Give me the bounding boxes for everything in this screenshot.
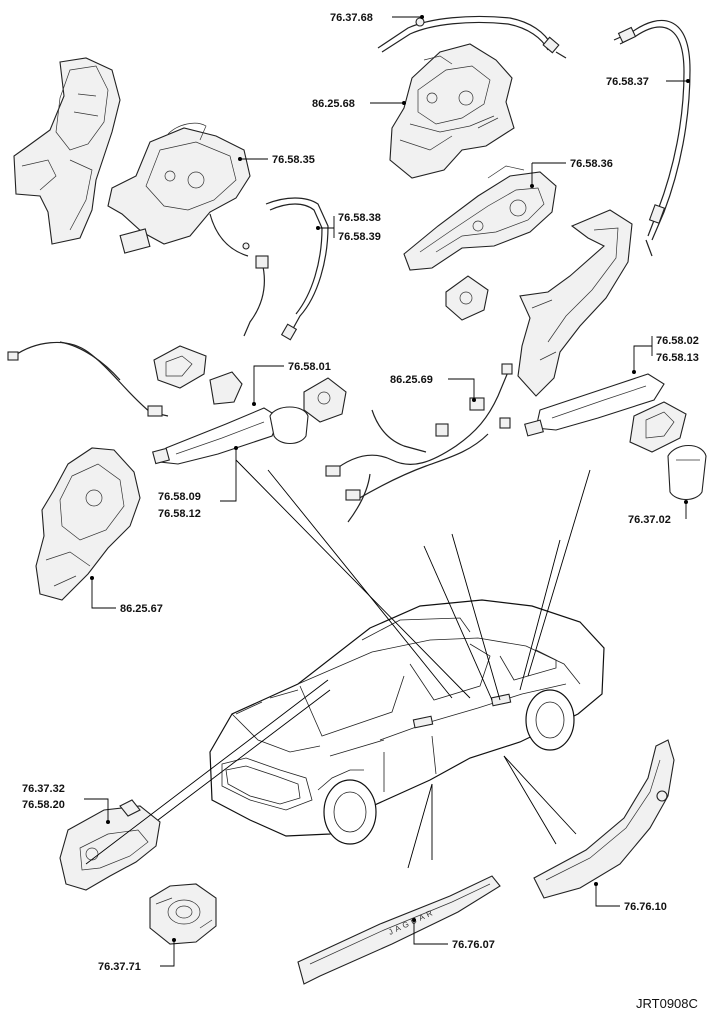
handle-gasket-right-part <box>629 401 687 453</box>
callout-76-58-01: 76.58.01 <box>288 361 331 373</box>
callout-76-37-02: 76.37.02 <box>628 514 671 526</box>
rear-outer-handle-part <box>152 406 309 465</box>
callout-76-37-68: 76.37.68 <box>330 12 373 24</box>
drawing-code: JRT0908C <box>636 996 698 1011</box>
door-module-bracket-part <box>13 57 121 245</box>
door-lock-actuator-part <box>149 883 217 945</box>
callout-76-58-02: 76.58.02 <box>656 335 699 347</box>
part-callouts: 76.37.68 86.25.68 76.58.37 76.58.35 76.5… <box>22 12 699 1011</box>
front-latch-cable-part <box>613 19 691 257</box>
rear-door-cable-part <box>7 341 169 417</box>
callout-76-58-20: 76.58.20 <box>22 799 65 811</box>
rear-sill-plate-part <box>533 739 675 899</box>
callout-86-25-69: 86.25.69 <box>390 374 433 386</box>
door-striker-part <box>445 275 489 321</box>
door-handle-bracket-part <box>403 165 557 271</box>
callout-76-58-37: 76.58.37 <box>606 76 649 88</box>
callout-76-58-13: 76.58.13 <box>656 352 699 364</box>
callout-76-37-32: 76.37.32 <box>22 783 65 795</box>
callout-76-58-09: 76.58.09 <box>158 491 201 503</box>
door-release-cables-part <box>242 197 329 341</box>
callout-86-25-68: 86.25.68 <box>312 98 355 110</box>
callout-76-76-07: 76.76.07 <box>452 939 495 951</box>
callout-76-58-35: 76.58.35 <box>272 154 315 166</box>
callout-76-58-38: 76.58.38 <box>338 212 381 224</box>
handle-end-cap-part <box>667 444 707 501</box>
outer-handle-frame-part <box>517 209 633 397</box>
callout-76-58-36: 76.58.36 <box>570 158 613 170</box>
rear-left-latch-part <box>35 447 141 601</box>
jaguar-xf-vehicle-illustration <box>209 599 605 845</box>
front-outer-handle-part <box>524 373 665 437</box>
callout-76-58-39: 76.58.39 <box>338 231 381 243</box>
callout-76-76-10: 76.76.10 <box>624 901 667 913</box>
callout-86-25-67: 86.25.67 <box>120 603 163 615</box>
callout-76-37-71: 76.37.71 <box>98 961 141 973</box>
front-door-latch-part <box>107 122 251 257</box>
rear-release-cable-part <box>377 15 567 59</box>
rear-striker-part <box>303 377 347 423</box>
leader-lines <box>84 15 690 967</box>
inner-door-handle-part <box>59 799 161 891</box>
door-wiring-harness-part <box>325 363 513 523</box>
rear-door-latch-part <box>389 43 515 179</box>
callout-76-58-12: 76.58.12 <box>158 508 201 520</box>
rear-handle-gasket-part <box>153 345 243 405</box>
front-sill-plate-part: JAGUAR <box>297 875 501 985</box>
